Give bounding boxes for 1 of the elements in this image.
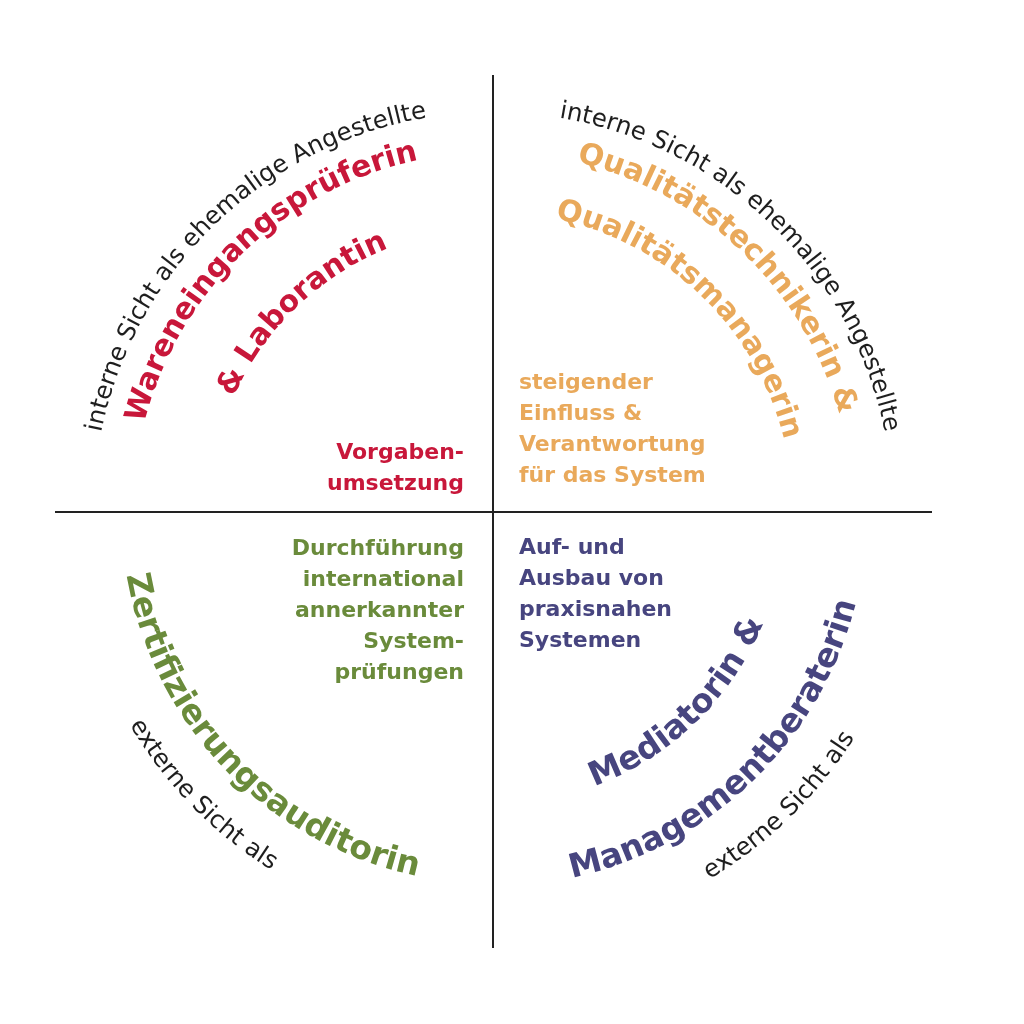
role-description: Vorgaben- umsetzung xyxy=(327,438,464,497)
